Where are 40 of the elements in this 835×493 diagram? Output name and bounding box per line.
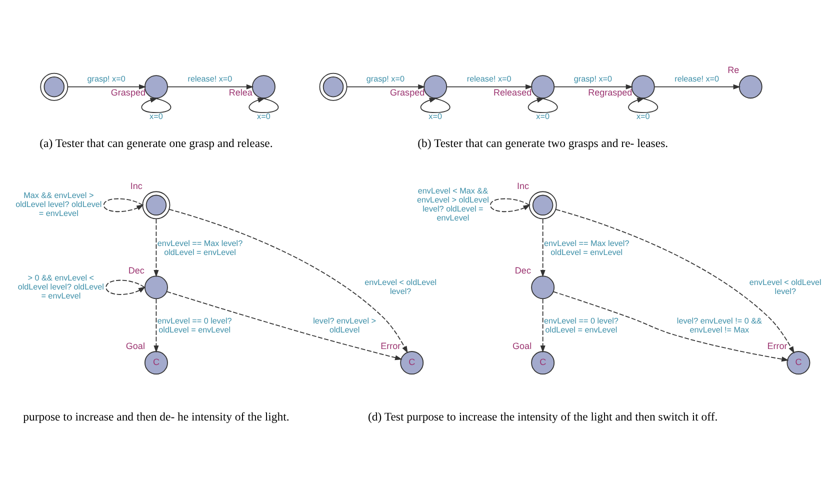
- edge-label: envLevel < oldLevel level?: [749, 278, 822, 296]
- node-label: Relea: [228, 87, 252, 98]
- edge-label: grasp! x=0: [574, 74, 612, 84]
- label: (a) Tester that can generate one grasp and release.: [40, 136, 273, 150]
- node-label: Error: [767, 340, 788, 351]
- edge-label: release! x=0: [466, 74, 512, 84]
- edge-label: envLevel == Max level? oldLevel = envLevel: [157, 239, 243, 258]
- node-label: Goal: [126, 340, 145, 351]
- node-label: Dec: [128, 265, 144, 276]
- edge-label: envLevel == Max level? oldLevel = envLevel: [544, 239, 630, 258]
- edge-label: x=0: [257, 112, 270, 122]
- edge-label: envLevel == 0 level? oldLevel = envLevel: [544, 316, 618, 335]
- node-label: Goal: [512, 340, 532, 351]
- edge-label: x=0: [636, 112, 650, 122]
- edge-label: level? envLevel != 0 && envLevel != Max: [676, 316, 762, 335]
- edge-label: > 0 && envLevel < oldLevel level? oldLevel = envLevel: [18, 273, 104, 300]
- edge-label: release! x=0: [674, 74, 720, 84]
- edge-label: x=0: [150, 112, 163, 122]
- edge-label: x=0: [428, 112, 442, 122]
- edge-label: envLevel < oldLevel level?: [364, 278, 437, 296]
- node-label: Re: [728, 64, 740, 75]
- node-label: Grasped: [390, 87, 425, 98]
- node-label: Dec: [514, 265, 531, 276]
- node-label: Inc: [516, 180, 529, 191]
- edge-label: release! x=0: [188, 74, 232, 84]
- label: (b) Tester that can generate two grasps and re- leases.: [418, 136, 668, 150]
- edge-label: grasp! x=0: [87, 74, 126, 84]
- label: purpose to increase and then de- he intensity of the light.: [23, 410, 290, 424]
- edge-label: grasp! x=0: [366, 74, 404, 84]
- edge-label: envLevel < Max && envLevel > oldLevel level? oldLevel = envLevel: [416, 186, 489, 223]
- label: (d) Test purpose to increase the intensity of the light and then switch it off.: [368, 410, 718, 424]
- edge-label: level? envLevel > oldLevel: [313, 316, 376, 335]
- edge-label: Max && envLevel > oldLevel level? oldLevel = envLevel: [16, 191, 102, 218]
- node-label: Error: [380, 340, 401, 351]
- node-label: Inc: [130, 180, 142, 191]
- node-label: Grasped: [110, 87, 146, 98]
- edge-label: x=0: [536, 112, 550, 122]
- node-label: Regrasped: [588, 87, 632, 98]
- node-label: Released: [494, 87, 532, 98]
- edge-label: envLevel == 0 level? oldLevel = envLevel: [157, 316, 232, 335]
